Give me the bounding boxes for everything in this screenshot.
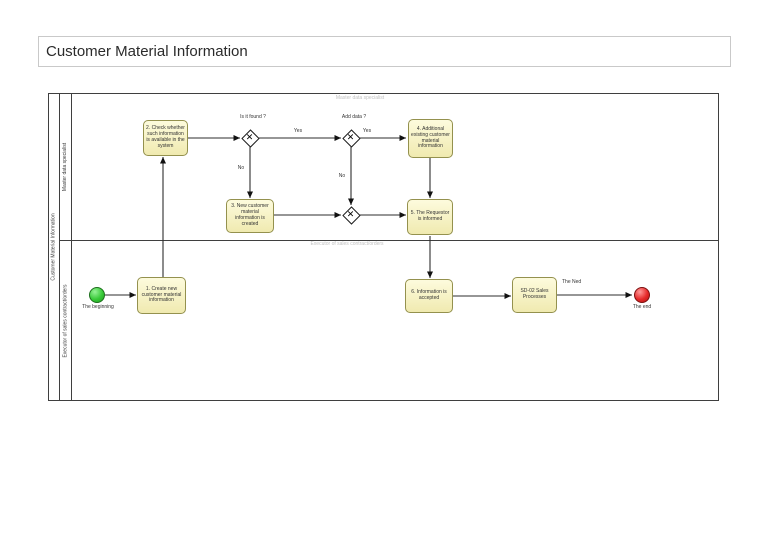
pool-label: Customer Material Information bbox=[50, 213, 57, 281]
lane1-label: Master data specialist bbox=[62, 142, 69, 191]
start-event[interactable] bbox=[89, 287, 105, 303]
gateway2-yes-label: Yes bbox=[362, 128, 372, 134]
exclusive-gateway-add-data[interactable]: ✕ bbox=[341, 128, 361, 148]
gateway1-no-label: No bbox=[237, 165, 245, 171]
lane2-label: Executor of sales contract/orders bbox=[62, 283, 69, 358]
gateway2-no-label: No bbox=[338, 173, 346, 179]
lane2-watermark: Executor of sales contract/orders bbox=[310, 241, 384, 247]
task-information-is-accepted[interactable]: 6. Information is accepted bbox=[405, 279, 453, 313]
task-check-information-available[interactable]: 2. Check whether such information is ava… bbox=[143, 120, 188, 156]
end-event[interactable] bbox=[634, 287, 650, 303]
page-title-text: Customer Material Information bbox=[46, 43, 248, 60]
gateway1-question-label: Is it found ? bbox=[240, 114, 266, 120]
flow-to-end-label: The Ned bbox=[562, 279, 582, 285]
lane-divider bbox=[60, 240, 719, 241]
exclusive-gateway-x-icon: ✕ bbox=[346, 132, 355, 142]
task-new-customer-material-information-created[interactable]: 3. New customer material information is … bbox=[226, 199, 274, 233]
exclusive-gateway-x-icon: ✕ bbox=[346, 209, 355, 219]
exclusive-gateway-x-icon: ✕ bbox=[245, 132, 254, 142]
lane-header-master-data-specialist[interactable]: Master data specialist bbox=[60, 93, 72, 240]
exclusive-gateway-merge[interactable]: ✕ bbox=[341, 205, 361, 225]
page-title: Customer Material Information bbox=[38, 36, 731, 67]
gateway2-question-label: Add data ? bbox=[341, 114, 367, 120]
task-additional-existing-customer-material-information[interactable]: 4. Additional existing customer material… bbox=[408, 119, 453, 158]
task-sd02-sales-processes[interactable]: SD-02 Sales Processes bbox=[512, 277, 557, 313]
bpmn-pool-border bbox=[48, 93, 719, 401]
pool-header[interactable]: Customer Material Information bbox=[48, 93, 60, 401]
gateway1-yes-label: Yes bbox=[293, 128, 303, 134]
task-create-new-customer-material-information[interactable]: 1. Create new customer material informat… bbox=[137, 277, 186, 314]
lane-header-executor[interactable]: Executor of sales contract/orders bbox=[60, 240, 72, 401]
end-event-label: The end bbox=[632, 304, 652, 310]
start-event-label: The beginning bbox=[82, 304, 114, 310]
lane1-watermark: Master data specialist bbox=[335, 95, 385, 101]
task-requestor-is-informed[interactable]: 5. The Requestor is informed bbox=[407, 199, 453, 235]
exclusive-gateway-is-it-found[interactable]: ✕ bbox=[240, 128, 260, 148]
